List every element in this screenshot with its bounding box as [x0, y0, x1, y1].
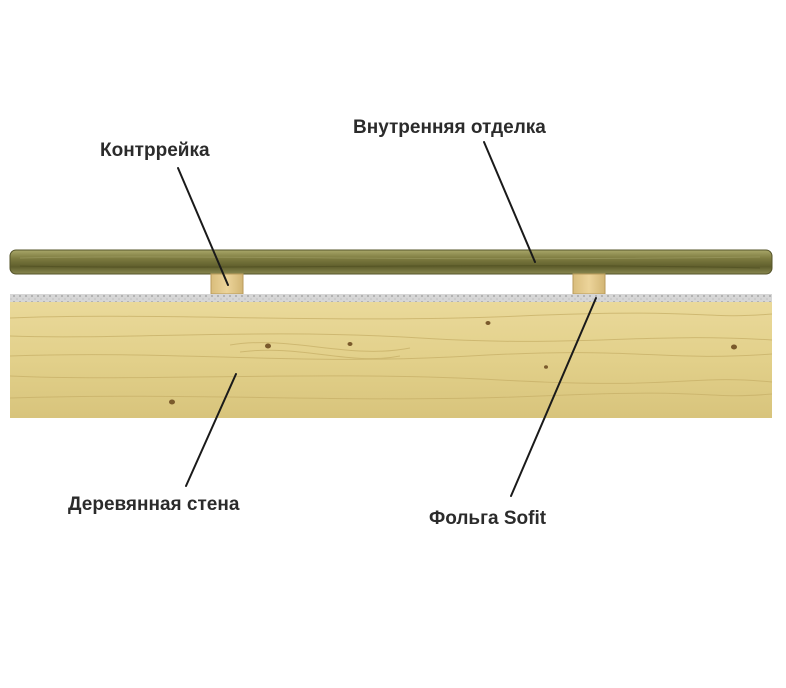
leader-lines: [177, 141, 597, 497]
leader-line-counter-batten: [177, 167, 229, 286]
label-wooden-wall: Деревянная стена: [68, 494, 240, 515]
leader-line-foil: [510, 297, 597, 497]
foil-layer: [10, 294, 772, 302]
interior-finish-board: [9, 249, 773, 275]
label-counter-batten: Контррейка: [100, 140, 210, 161]
leader-line-interior-finish: [483, 141, 536, 263]
wooden-wall: [9, 302, 773, 418]
wood-knots: [169, 321, 737, 405]
leader-line-wooden-wall: [185, 373, 237, 487]
counter-batten-right: [572, 273, 606, 295]
label-interior-finish: Внутренняя отделка: [353, 117, 546, 138]
label-foil: Фольга Sofit: [429, 508, 547, 529]
